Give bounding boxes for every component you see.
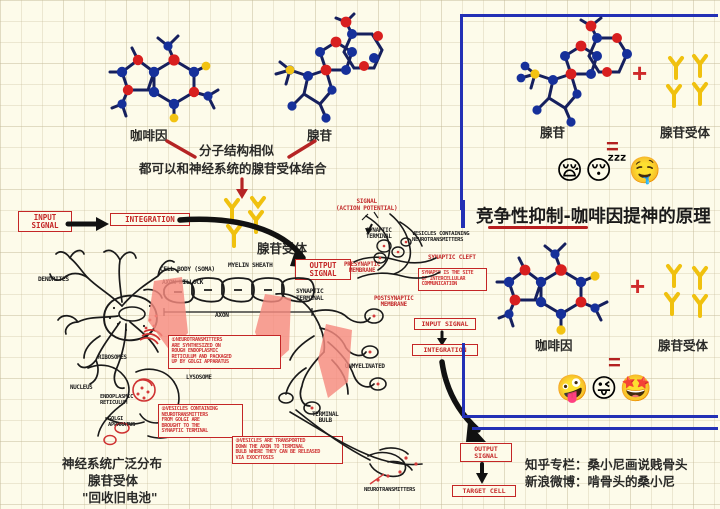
signal-action-potential-label: SIGNAL (ACTION POTENTIAL) bbox=[336, 198, 398, 212]
neurotransmitters-label: NEUROTRANSMITTERS bbox=[364, 487, 416, 493]
vesicles-containing-label: VESICLES CONTAINING NEUROTRANSMITTERS bbox=[412, 231, 470, 243]
input-to-integration-arrow bbox=[65, 216, 110, 237]
golgi-apparatus-label: GOLGI APPARATUS bbox=[108, 416, 136, 428]
caffeine-label-top: 咖啡因 bbox=[130, 128, 168, 143]
equals-operator-top: = bbox=[606, 134, 619, 159]
output-signal-box-2: OUTPUT SIGNAL bbox=[460, 443, 512, 463]
pink-arrow-3 bbox=[318, 322, 360, 409]
note-1-box: ①NEUROTRANSMITTERS ARE SYNTHESIZED ON RO… bbox=[168, 335, 281, 369]
adenosine-molecule-top bbox=[240, 12, 390, 133]
output-to-target-arrow bbox=[475, 462, 489, 490]
presynaptic-membrane-label: PRESYNAPTIC MEMBRANE bbox=[344, 262, 381, 275]
soma-organelle-detail bbox=[86, 358, 216, 459]
emoji-excited-2: 😜 bbox=[590, 374, 618, 404]
emoji-sleepy-2: 😴 bbox=[585, 156, 627, 186]
emoji-excited-1: 🤪 bbox=[556, 374, 589, 404]
cell-body-label: CELL BODY (SOMA) bbox=[160, 266, 215, 273]
synaptic-cleft-label: SYNAPTIC CLEFT bbox=[428, 254, 476, 261]
note-2-box: ②VESICLES CONTAINING NEUROTRANSMITTERS F… bbox=[158, 404, 243, 438]
caffeine-label-right: 咖啡因 bbox=[535, 338, 573, 353]
synaptic-terminal-label: SYNAPTIC TERMINAL bbox=[296, 288, 324, 302]
synaptic-terminal-inset-label: SYNAPTIC TERMINAL bbox=[366, 228, 392, 241]
pink-arrow-1 bbox=[148, 277, 194, 362]
emoji-sleepy-1: 😪 bbox=[556, 156, 584, 186]
integration-to-output-curve-2 bbox=[432, 359, 498, 461]
dendrites-label: DENDRITES bbox=[38, 276, 69, 283]
ribosomes-label: RIBOSOMES bbox=[98, 355, 127, 361]
integration-box: INTEGRATION bbox=[110, 213, 190, 227]
lysosome-label: LYSOSOME bbox=[186, 375, 212, 381]
adenosine-label-top: 腺苷 bbox=[307, 128, 333, 143]
postsynaptic-membrane-label: POSTSYNAPTIC MEMBRANE bbox=[374, 296, 414, 309]
adenosine-receptor-cluster-middle bbox=[222, 196, 282, 257]
input-signal-box: INPUT SIGNAL bbox=[18, 211, 72, 233]
similarity-slash-right bbox=[285, 139, 321, 166]
right-panel-border-vertical bbox=[460, 14, 463, 210]
adenosine-molecule-right bbox=[485, 16, 635, 137]
unmyelinated-label: UNMYELINATED bbox=[345, 363, 385, 370]
plus-operator-bottom: + bbox=[630, 271, 646, 301]
target-cell-drawing bbox=[288, 409, 458, 495]
bottom-panel-border-2 bbox=[472, 427, 718, 430]
panel-title: 竞争性抑制-咖啡因提神的原理 bbox=[476, 207, 711, 227]
myelin-sheath-label: MYELIN SHEATH bbox=[228, 262, 273, 269]
bottom-panel-border-vertical bbox=[462, 343, 465, 417]
similarity-note-line-1: 分子结构相似 bbox=[199, 143, 275, 158]
bottom-panel-border-1 bbox=[462, 415, 718, 418]
title-left-tick bbox=[461, 200, 465, 228]
integration-box-2: INTEGRATION bbox=[412, 344, 478, 357]
output-signal-box: OUTPUT SIGNAL bbox=[295, 259, 351, 281]
synapse-inset-drawing bbox=[344, 206, 454, 311]
axon-label: AXON bbox=[215, 312, 229, 319]
summary-line-3: "回收旧电池" bbox=[82, 490, 158, 505]
note-3-box: ③VESICLES ARE TRANSPORTED DOWN THE AXON … bbox=[232, 436, 343, 464]
nucleus-label: NUCLEUS bbox=[70, 385, 93, 391]
sleepy-emoji-row: 😪 😴 🤤 bbox=[556, 158, 661, 184]
credit-line-2: 新浪微博：啃骨头的桑小尼 bbox=[525, 474, 676, 489]
similarity-note-line-2: 都可以和神经系统的腺苷受体结合 bbox=[139, 161, 327, 176]
summary-line-2: 腺苷受体 bbox=[88, 473, 139, 488]
input-to-integration-arrow-2 bbox=[436, 330, 448, 352]
endoplasmic-reticulum-label: ENDOPLASMIC RETICULUM bbox=[100, 394, 134, 406]
plus-operator-top: + bbox=[632, 58, 648, 88]
receptor-label-top: 腺苷受体 bbox=[660, 125, 711, 140]
receptor-label-bottom: 腺苷受体 bbox=[658, 338, 709, 353]
adenosine-label-right: 腺苷 bbox=[540, 125, 566, 140]
input-signal-box-2: INPUT SIGNAL bbox=[414, 318, 476, 331]
right-panel-border-top bbox=[460, 14, 718, 17]
adenosine-receptor-cluster-bottom bbox=[664, 262, 720, 325]
adenosine-receptor-cluster-top bbox=[666, 52, 720, 113]
emoji-sleepy-3: 🤤 bbox=[628, 156, 662, 186]
excited-emoji-row: 🤪 😜 🤩 bbox=[556, 376, 652, 402]
caffeine-molecule-right bbox=[495, 238, 615, 351]
similarity-down-arrow bbox=[232, 177, 252, 205]
credit-line-1: 知乎专栏：桑小尼画说贱骨头 bbox=[525, 457, 688, 472]
title-underline bbox=[488, 226, 588, 229]
equals-operator-bottom: = bbox=[608, 350, 621, 375]
similarity-slash-left bbox=[165, 139, 201, 166]
terminal-bulb-label: TERMINAL BULB bbox=[312, 411, 339, 425]
summary-line-1: 神经系统广泛分布 bbox=[62, 456, 163, 471]
caffeine-molecule-top bbox=[108, 28, 220, 133]
target-cell-box: TARGET CELL bbox=[452, 485, 516, 498]
emoji-excited-3: 🤩 bbox=[619, 374, 652, 404]
